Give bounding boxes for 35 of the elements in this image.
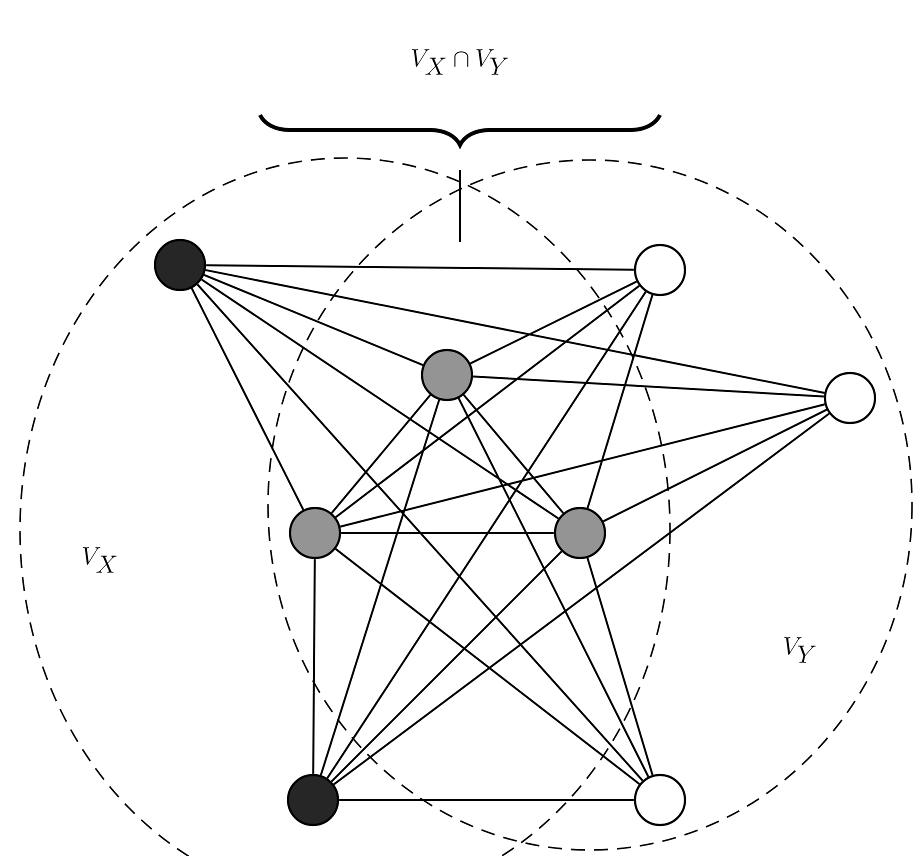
edge-line bbox=[326, 291, 647, 779]
edge-line bbox=[335, 548, 640, 785]
edge-line bbox=[201, 278, 559, 520]
edge-line bbox=[204, 274, 424, 366]
vertex-circle bbox=[634, 244, 686, 296]
edge-line bbox=[341, 532, 554, 534]
edge-line bbox=[206, 264, 634, 271]
edge-line bbox=[586, 294, 654, 508]
edge-line bbox=[458, 398, 650, 778]
edge-line bbox=[463, 394, 564, 514]
vertex-circle bbox=[420, 348, 474, 402]
edge-line bbox=[333, 412, 830, 786]
vertex-circle bbox=[286, 774, 340, 826]
set-label: $V_X$ bbox=[82, 547, 117, 573]
edge-line bbox=[335, 285, 640, 518]
vertex-circle bbox=[634, 774, 686, 826]
edge-line bbox=[320, 400, 440, 776]
vertex-circle bbox=[554, 506, 606, 560]
edge-line bbox=[196, 284, 644, 782]
vertex-circle bbox=[288, 506, 342, 560]
edge-line bbox=[602, 408, 828, 522]
set-label: $V_Y$ bbox=[784, 637, 816, 663]
edge-line bbox=[190, 288, 304, 510]
edge-line bbox=[586, 558, 654, 776]
edge-line bbox=[340, 403, 825, 528]
edge-line bbox=[312, 559, 316, 774]
vertex-circle bbox=[154, 238, 206, 292]
edge-line bbox=[205, 269, 825, 394]
edge-line bbox=[330, 550, 562, 782]
edge-line bbox=[470, 280, 638, 364]
edge-line bbox=[473, 375, 824, 398]
set-label: $V_X \cap V_Y$ bbox=[412, 49, 508, 75]
edge-line bbox=[339, 799, 634, 801]
vertex-circle bbox=[824, 372, 876, 424]
edge-line bbox=[330, 394, 432, 514]
